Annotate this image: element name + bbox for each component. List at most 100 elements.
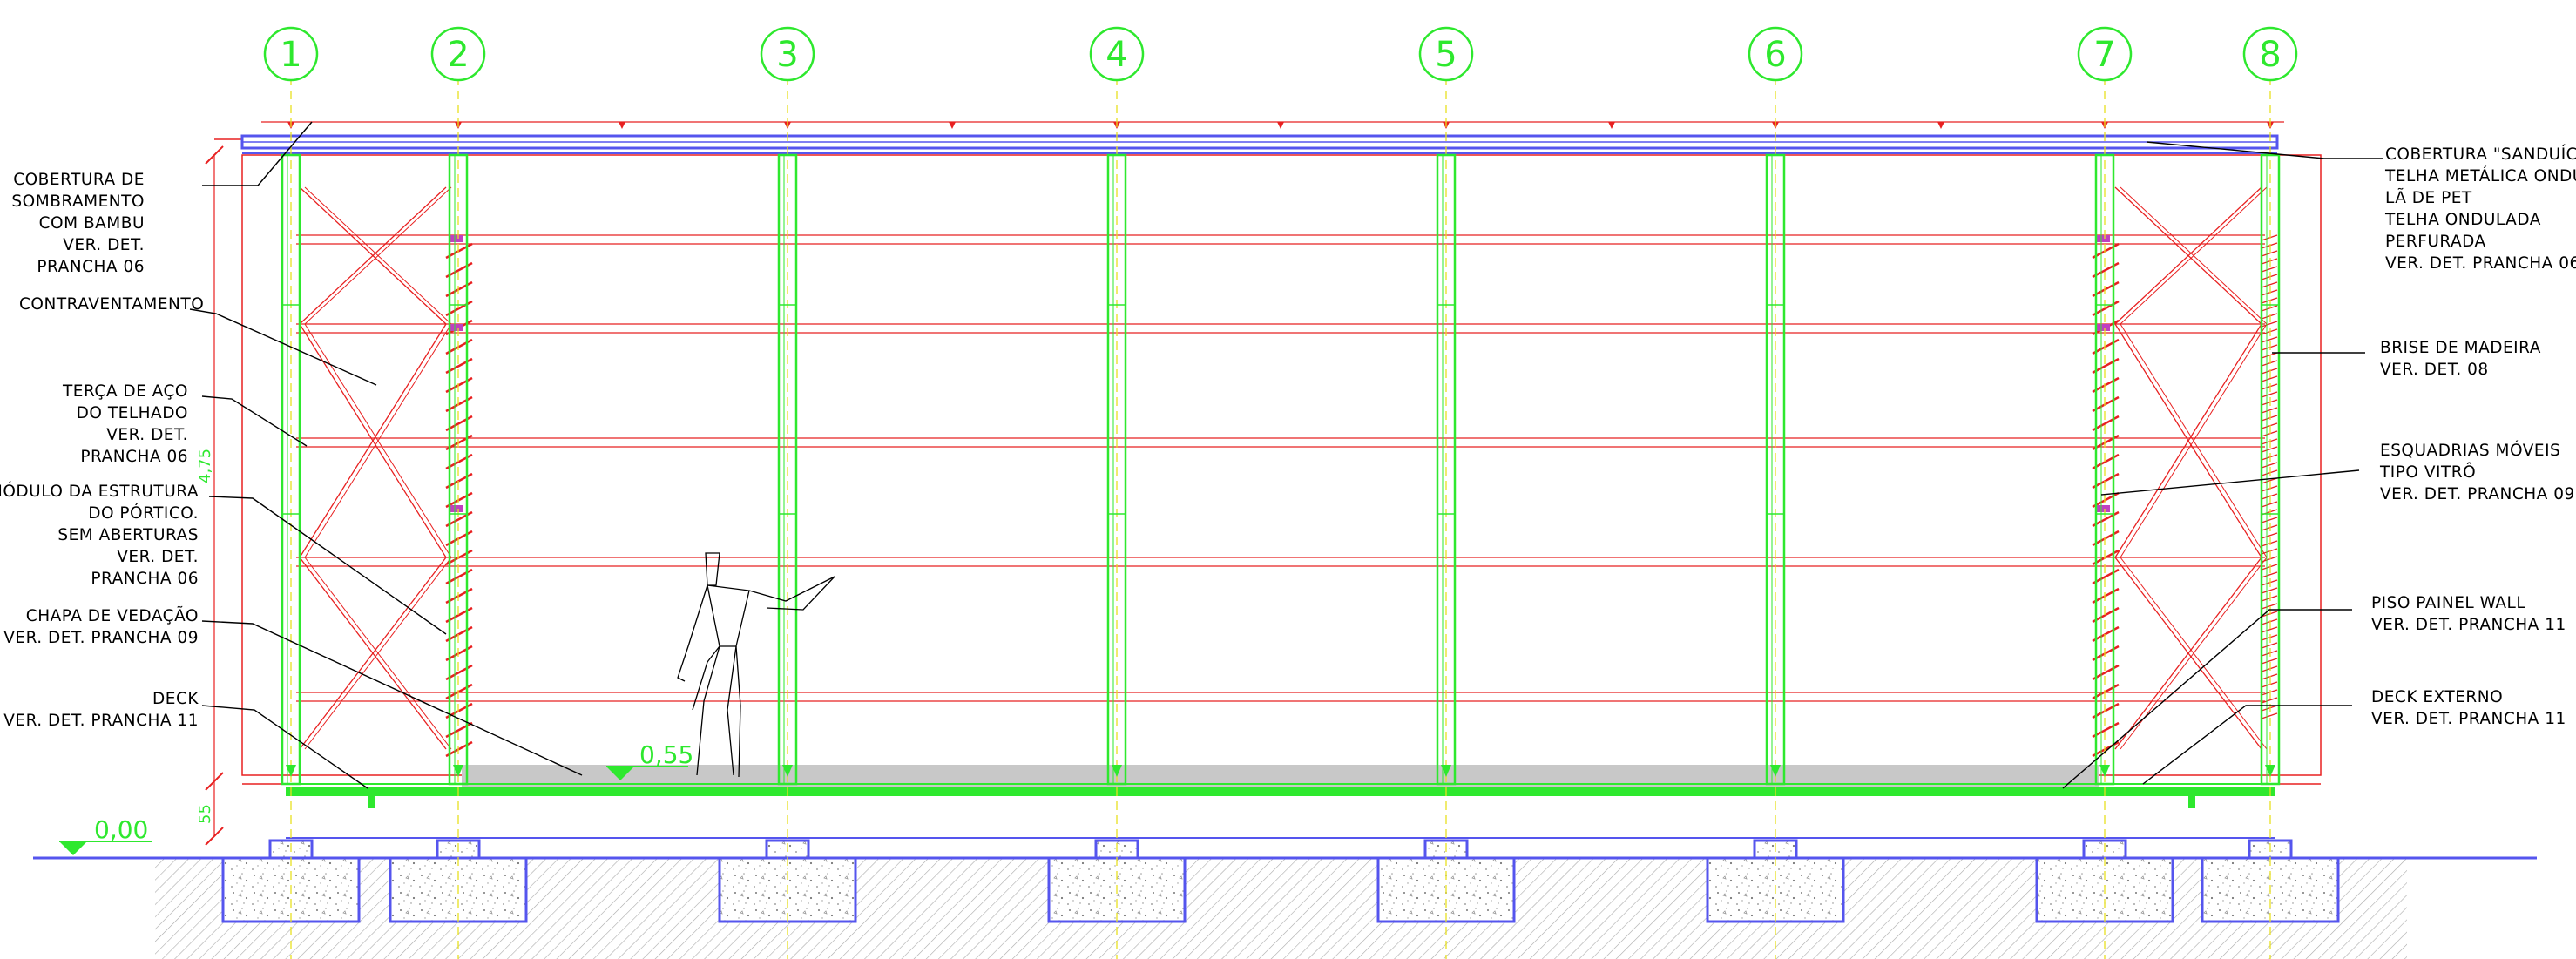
- axis-bubble-1: 1: [263, 26, 319, 82]
- brise-slat-576: [2261, 501, 2278, 508]
- column-2: [448, 153, 469, 786]
- axis-circle-4: [1089, 26, 1145, 82]
- brise-slat-333: [2261, 289, 2278, 296]
- axis-bubble-7: 7: [2077, 26, 2133, 82]
- brise-slat-693: [2261, 603, 2278, 610]
- height-dimension: 4,75 55: [196, 145, 224, 846]
- brise-slat-513: [2261, 446, 2278, 453]
- brise-slat-414: [2261, 360, 2278, 367]
- footing-5: [1376, 839, 1516, 923]
- brise-slat-504: [2261, 438, 2278, 445]
- ground: [155, 858, 2407, 959]
- bracing-right-3-b: [2114, 557, 2262, 750]
- brise-slat-729: [2261, 634, 2278, 641]
- brise-slat-774: [2261, 673, 2278, 680]
- sash-hinge-1-1: [2096, 324, 2110, 331]
- foundation-footings: [221, 839, 2340, 923]
- label-contraventamento: CONTRAVENTAMENTO: [19, 295, 204, 314]
- axis-number-6: 6: [1764, 35, 1786, 75]
- level-ground-marker: 0,00: [59, 815, 152, 855]
- footing-1: [221, 839, 361, 923]
- brise-slat-558: [2261, 485, 2278, 492]
- label-line: VER. DET. PRANCHA 06: [2385, 254, 2576, 273]
- brise-slat-297: [2261, 258, 2278, 265]
- label-line: PRANCHA 06: [37, 258, 145, 276]
- roof-purlins: [287, 122, 2274, 702]
- roof-tick-7: [1277, 122, 1284, 129]
- label-line: COM BAMBU: [39, 214, 145, 233]
- brise-slat-783: [2261, 681, 2278, 688]
- column-base-6: [1770, 765, 1781, 777]
- deck-beam: [286, 787, 2275, 795]
- leader-deck: [201, 705, 368, 789]
- brise-slat-810: [2261, 705, 2278, 712]
- footing-6: [1706, 839, 1845, 923]
- label-line: PRANCHA 06: [80, 448, 188, 466]
- column-base-3: [782, 765, 793, 777]
- brise-slat-495: [2261, 430, 2278, 437]
- brise-slat-405: [2261, 352, 2278, 359]
- column-3: [777, 153, 798, 786]
- brise-slat-549: [2261, 477, 2278, 484]
- elevation-frame: [214, 138, 2322, 785]
- right-annotations: COBERTURA "SANDUÍCHE"TELHA METÁLICA ONDU…: [2371, 145, 2576, 728]
- earth-hatch: [155, 858, 2407, 959]
- column-6: [1765, 153, 1786, 786]
- brise-slat-738: [2261, 642, 2278, 649]
- label-line: DECK EXTERNO: [2371, 688, 2503, 706]
- label-line: CHAPA DE VEDAÇÃO: [26, 606, 199, 625]
- brise-slat-315: [2261, 274, 2278, 280]
- label-line: VER. DET.: [117, 548, 199, 566]
- footing-4: [1047, 839, 1187, 923]
- column-5: [1436, 153, 1457, 786]
- label-line: COBERTURA "SANDUÍCHE": [2385, 145, 2576, 164]
- leader-contraventamento: [189, 308, 377, 386]
- footing-8: [2201, 839, 2340, 923]
- column-base-8: [2265, 765, 2275, 777]
- column-base-1: [286, 765, 296, 777]
- brise-slat-306: [2261, 266, 2278, 273]
- label-line: SEM ABERTURAS: [57, 526, 199, 544]
- brise-slat-801: [2261, 697, 2278, 704]
- brise-slat-711: [2261, 618, 2278, 625]
- brise-slat-765: [2261, 665, 2278, 672]
- sash-hinge-0-0: [450, 235, 463, 242]
- axis-circle-3: [760, 26, 815, 82]
- steel-columns: [281, 153, 2281, 786]
- brise-slat-639: [2261, 556, 2278, 563]
- leader-piso-painel: [2062, 609, 2352, 789]
- label-line: VER. DET.: [106, 426, 188, 444]
- floor-panel: [462, 765, 2099, 789]
- brise-slat-468: [2261, 407, 2278, 414]
- bracing-left-2-d: [304, 323, 452, 558]
- brise-slat-720: [2261, 626, 2278, 633]
- brise-slat-423: [2261, 368, 2278, 375]
- brise-slat-450: [2261, 391, 2278, 398]
- leader-chapa-vedacao: [201, 620, 583, 776]
- brise-slat-666: [2261, 579, 2278, 586]
- axis-circle-6: [1748, 26, 1803, 82]
- column-4: [1106, 153, 1127, 786]
- roof-tick-11: [1937, 122, 1944, 129]
- column-7: [2094, 153, 2115, 786]
- label-line: COBERTURA DE: [13, 171, 145, 189]
- bracing-right-2-b: [2114, 323, 2262, 558]
- label-line: DO TELHADO: [77, 404, 188, 422]
- brise-slat-603: [2261, 524, 2278, 531]
- brise-slat-684: [2261, 595, 2278, 602]
- axis-bubble-3: 3: [760, 26, 815, 82]
- height-dimension-text: 4,75: [196, 449, 214, 483]
- label-line: VER. DET. PRANCHA 11: [3, 712, 199, 730]
- axis-circle-8: [2242, 26, 2298, 82]
- column-base-5: [1441, 765, 1451, 777]
- brise-slat-486: [2261, 422, 2278, 429]
- label-line: TERÇA DE AÇO: [62, 382, 188, 401]
- brise-slat-324: [2261, 281, 2278, 288]
- brise-slat-288: [2261, 250, 2278, 257]
- label-line: VER. DET. PRANCHA 11: [2371, 710, 2566, 728]
- axis-number-3: 3: [776, 35, 798, 75]
- cross-bracing: [299, 186, 2268, 750]
- brise-slat-387: [2261, 336, 2278, 343]
